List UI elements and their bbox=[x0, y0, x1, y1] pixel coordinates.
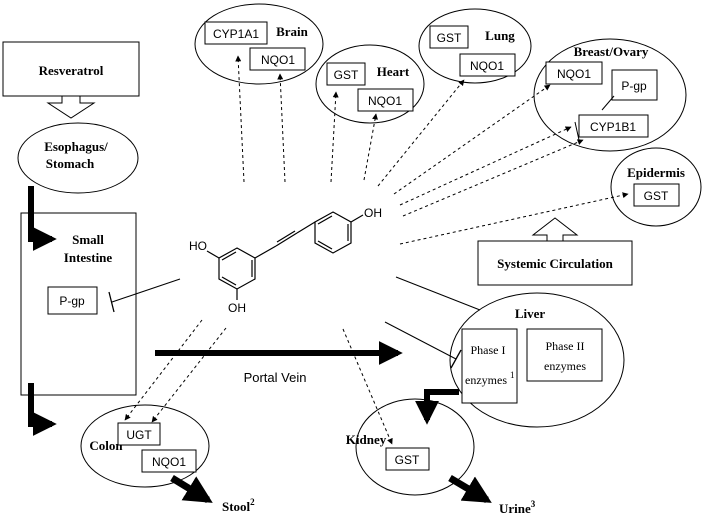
stool-text: Stool bbox=[222, 499, 251, 514]
intestine-label: Intestine bbox=[64, 250, 113, 265]
to-heart-nqo1-arrow bbox=[363, 113, 378, 181]
small-label: Small bbox=[72, 232, 104, 247]
heart-node: GST Heart NQO1 bbox=[315, 44, 425, 124]
stomach-label: Stomach bbox=[46, 156, 95, 171]
stool-superscript: 2 bbox=[250, 497, 255, 507]
breast-ovary-node: Breast/Ovary NQO1 P-gp CYP1B1 bbox=[533, 38, 687, 152]
to-colon-nqo1-arrow bbox=[151, 327, 227, 423]
phase1-superscript: 1 bbox=[510, 370, 515, 380]
urine-label: Urine3 bbox=[499, 499, 536, 516]
down-hollow-arrow bbox=[46, 95, 96, 119]
resveratrol-label: Resveratrol bbox=[39, 63, 104, 78]
to-lung-arrow bbox=[377, 79, 465, 187]
stool-label: Stool2 bbox=[222, 497, 255, 514]
right-oh-bond bbox=[350, 214, 364, 223]
distribution-arrows bbox=[124, 55, 629, 445]
colon-ugt-label: UGT bbox=[126, 428, 152, 442]
small-intestine-node: Small Intestine P-gp bbox=[20, 212, 137, 396]
brain-label: Brain bbox=[276, 24, 309, 39]
to-kidney-arrow bbox=[342, 328, 393, 445]
phase1-inhibition-line bbox=[384, 321, 457, 360]
heart-label: Heart bbox=[377, 64, 410, 79]
intestine-to-colon-arrow bbox=[28, 383, 57, 436]
breast-cyp1b1-label: CYP1B1 bbox=[590, 120, 636, 134]
vinyl-bond-1 bbox=[254, 245, 277, 259]
breast-nqo1-label: NQO1 bbox=[557, 67, 591, 81]
bottom-oh-label: OH bbox=[228, 301, 246, 315]
urine-text: Urine bbox=[499, 501, 531, 516]
vinyl-bond-2 bbox=[275, 232, 298, 247]
to-breast-arrow-3 bbox=[402, 139, 584, 217]
left-oh-bond bbox=[206, 250, 220, 259]
liver-to-kidney-arrow bbox=[415, 389, 459, 425]
left-ring-double-bond-2 bbox=[221, 276, 237, 286]
breast-cyp1b1-inhibition bbox=[574, 121, 580, 141]
resveratrol-box: Resveratrol bbox=[2, 41, 140, 97]
to-breast-arrow-2 bbox=[399, 126, 572, 206]
liver-node: Liver Phase I enzymes 1 Phase II enzymes bbox=[449, 292, 625, 428]
breast-pgp-inhibition bbox=[601, 95, 615, 111]
breast-ovary-label: Breast/Ovary bbox=[574, 44, 649, 59]
phase2-line2-label: enzymes bbox=[544, 359, 586, 373]
colon-nqo1-label: NQO1 bbox=[152, 455, 186, 469]
pgp-inhibition-line bbox=[111, 278, 181, 303]
colon-node: Colon UGT NQO1 bbox=[80, 404, 210, 488]
epidermis-label: Epidermis bbox=[627, 165, 685, 180]
intestine-pgp-label: P-gp bbox=[59, 294, 85, 308]
stomach-to-intestine-arrow bbox=[28, 186, 57, 251]
liver-label: Liver bbox=[515, 306, 546, 321]
kidney-node: Kidney GST bbox=[346, 398, 475, 496]
urine-superscript: 3 bbox=[531, 499, 536, 509]
phase1-line2-label: enzymes bbox=[465, 373, 507, 387]
resveratrol-structure bbox=[206, 211, 364, 300]
up-hollow-arrow bbox=[531, 217, 579, 242]
lung-label: Lung bbox=[485, 28, 515, 43]
lung-gst-label: GST bbox=[437, 31, 462, 45]
to-epidermis-arrow bbox=[399, 192, 629, 245]
esophagus-stomach-node: Esophagus/ Stomach bbox=[17, 122, 139, 194]
phase1-inhibition-bar bbox=[450, 349, 462, 369]
heart-nqo1-label: NQO1 bbox=[368, 94, 402, 108]
kidney-label: Kidney bbox=[346, 432, 387, 447]
colon-label: Colon bbox=[89, 438, 123, 453]
right-ring-double-bond-3 bbox=[317, 215, 333, 225]
brain-nqo1-label: NQO1 bbox=[261, 53, 295, 67]
pgp-inhibition-bar bbox=[108, 291, 115, 313]
phase1-line1-label: Phase I bbox=[471, 343, 506, 357]
vinyl-bond-3 bbox=[296, 221, 316, 234]
epidermis-gst-label: GST bbox=[644, 189, 669, 203]
left-ho-label: HO bbox=[189, 239, 207, 253]
right-ring-double-bond-2 bbox=[317, 240, 333, 250]
right-benzene-ring bbox=[314, 211, 352, 254]
stool-arrow bbox=[170, 475, 213, 503]
to-brain-nqo1-arrow bbox=[277, 73, 286, 183]
brain-cyp1a1-label: CYP1A1 bbox=[213, 27, 259, 41]
left-benzene-ring bbox=[218, 247, 256, 290]
heart-gst-label: GST bbox=[334, 68, 359, 82]
breast-pgp-label: P-gp bbox=[621, 79, 647, 93]
lung-node: GST Lung NQO1 bbox=[418, 8, 532, 84]
lung-nqo1-label: NQO1 bbox=[470, 59, 504, 73]
kidney-gst-label: GST bbox=[395, 453, 420, 467]
vinyl-double-bond bbox=[276, 230, 296, 243]
epidermis-node: Epidermis GST bbox=[610, 147, 702, 227]
right-oh-label: OH bbox=[364, 206, 382, 220]
urine-arrow bbox=[448, 474, 492, 504]
molecule-to-liver-line bbox=[395, 276, 481, 311]
to-breast-nqo1-arrow bbox=[393, 84, 551, 195]
brain-node: CYP1A1 Brain NQO1 bbox=[194, 3, 324, 85]
systemic-circulation-label: Systemic Circulation bbox=[497, 256, 613, 271]
left-ring-double-bond-3 bbox=[221, 251, 237, 261]
esophagus-label: Esophagus/ bbox=[44, 139, 108, 154]
portal-vein-label: Portal Vein bbox=[244, 370, 307, 385]
phase2-line1-label: Phase II bbox=[546, 339, 585, 353]
systemic-circulation-node: Systemic Circulation bbox=[477, 217, 633, 286]
